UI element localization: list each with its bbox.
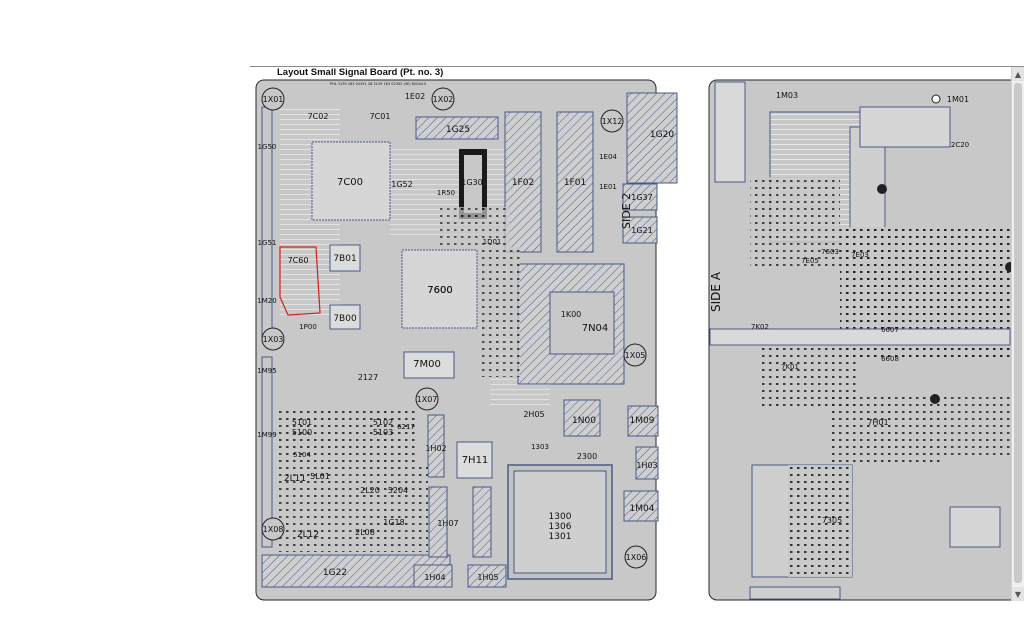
component-label-1x05: 1X05 [625,351,646,360]
document-viewer[interactable]: SIDE 2 SIDE A 7C00 7600 7N04 7M00 [250,66,1024,601]
component-label-1300: 1300 [549,512,572,522]
component-label-6217: 6217 [397,423,415,431]
component-label-1h05: 1H05 [477,573,498,582]
component-label-1h07: 1H07 [437,519,458,528]
component-label-7305: 7305 [822,516,842,525]
component-label-2l11: 2L11 [284,474,306,484]
component-label-1g50: 1G50 [258,143,277,151]
component-label-2h05: 2H05 [523,410,544,419]
component-label-7h11: 7H11 [462,455,489,466]
component-label-1d01: 1D01 [483,238,502,246]
component-label-1m20: 1M20 [257,297,276,305]
component-label-2l12: 2L12 [297,530,319,540]
component-label-1m01: 1M01 [947,95,969,104]
chevron-up-icon: ▲ [1014,69,1022,79]
component-label-7603: 7603 [821,248,839,256]
component-label-1g18: 1G18 [383,518,404,527]
header-fine-print: PHL 3139 163 02351 28 3139 163 02352 (9E… [330,82,426,86]
component-label-7c02: 7C02 [308,112,329,121]
component-label-1k00: 1K00 [561,310,582,319]
component-label-1306: 1306 [549,522,572,532]
side-a-silk: SIDE A [709,271,723,312]
component-label-5103: 5103 [373,428,393,437]
component-label-1n00: 1N00 [572,416,596,426]
component-label-1h02: 1H02 [425,444,446,453]
mount-holes [261,87,648,569]
side-2-silk: SIDE 2 [620,193,633,229]
component-label-7600: 7600 [427,285,452,296]
component-label-7e05: 7E05 [801,257,819,265]
component-label-7m00: 7M00 [413,359,441,370]
scroll-up-button[interactable]: ▲ [1012,67,1024,81]
component-label-1g37: 1G37 [631,193,652,202]
highlight-outline [279,246,321,316]
component-label-1h03: 1H03 [636,461,657,470]
component-label-1m03: 1M03 [776,91,798,100]
component-label-7h01: 7H01 [867,418,888,427]
document-title: Layout Small Signal Board (Pt. no. 3) [277,67,444,78]
component-label-1g21: 1G21 [631,226,652,235]
component-label-2l20: 2L20 [360,486,380,495]
component-label-1m04: 1M04 [630,504,655,514]
component-label-1g22: 1G22 [323,568,347,578]
component-label-1e01: 1E01 [599,183,617,191]
component-label-2l08: 2L08 [355,528,375,537]
component-label-1g20: 1G20 [650,130,674,140]
right-board: SIDE A [708,79,1024,601]
component-label-1x07: 1X07 [417,395,438,404]
component-label-1f02: 1F02 [512,178,534,188]
component-label-7c01: 7C01 [370,112,391,121]
component-label-7b00: 7B00 [333,314,357,324]
component-label-1e02: 1E02 [405,92,425,101]
component-label-1g52: 1G52 [391,180,412,189]
component-label-1h04: 1H04 [424,573,445,582]
component-label-1x06: 1X06 [626,553,647,562]
vertical-scrollbar[interactable]: ▲ ▼ [1011,67,1024,601]
component-label-1p00: 1P00 [299,323,317,331]
component-label-7600: 7600 [427,285,452,296]
component-label-1g30: 1G30 [461,178,482,187]
component-label-5104: 5104 [293,451,311,459]
component-label-5100: 5100 [292,428,312,437]
component-label-2c20: 2C20 [951,141,969,149]
component-label-1x12: 1X12 [602,117,623,126]
component-label-1m99: 1M99 [257,431,276,439]
component-label-1x02: 1X02 [433,95,454,104]
component-label-6607: 6607 [881,326,899,334]
component-label-1m95: 1M95 [257,367,276,375]
component-label-7e03: 7E03 [851,251,869,259]
component-label-1301: 1301 [549,532,572,542]
component-label-7c60: 7C60 [288,256,309,265]
component-label-1f01: 1F01 [564,178,586,188]
component-label-2127: 2127 [358,373,378,382]
pcb-layout-drawing: SIDE 2 SIDE A 7C00 7600 7N04 7M00 [255,79,1024,601]
component-label-1g25: 1G25 [446,125,470,135]
component-label-7b01: 7B01 [333,254,356,264]
component-label-1e04: 1E04 [599,153,617,161]
component-label-1m09: 1M09 [630,416,655,426]
component-label-1r50: 1R50 [437,189,455,197]
component-label-7k02: 7K02 [751,323,769,331]
component-label-1g51: 1G51 [258,239,277,247]
component-label-5102: 5102 [373,418,393,427]
component-label-7n04: 7N04 [582,323,609,334]
component-label-7k01: 7K01 [781,363,799,371]
component-label-5101: 5101 [292,418,312,427]
chevron-down-icon: ▼ [1014,589,1022,599]
scroll-down-button[interactable]: ▼ [1012,587,1024,601]
scroll-thumb[interactable] [1014,83,1022,583]
component-label-1x03: 1X03 [263,335,284,344]
component-label-1303: 1303 [531,443,549,451]
component-label-5204: 5204 [388,486,408,495]
component-label-1x08: 1X08 [263,525,284,534]
component-label-7c00: 7C00 [337,177,363,188]
component-label-1x01: 1X01 [263,95,284,104]
left-board: SIDE 2 [255,79,678,601]
component-label-6608: 6608 [881,355,899,363]
component-label-2300: 2300 [577,452,597,461]
component-label-5l01: 5L01 [310,472,330,481]
